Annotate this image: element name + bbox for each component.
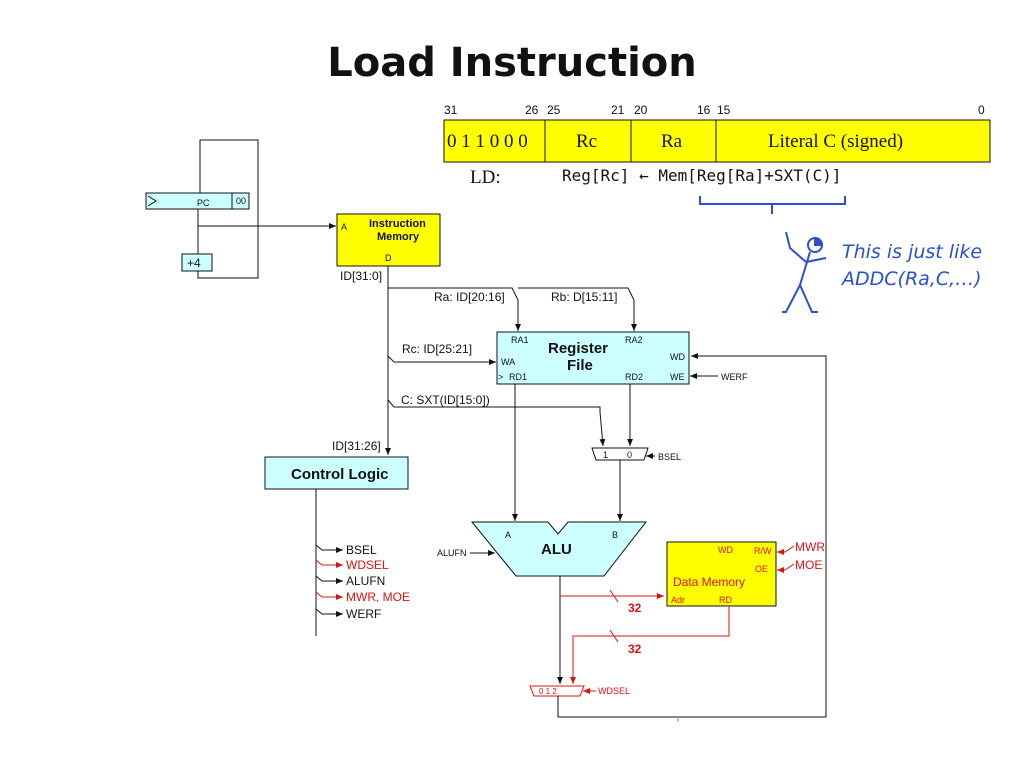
bit-0: 0 (978, 103, 985, 117)
ra-in-label: Ra: ID[20:16] (434, 290, 505, 304)
rf-ra2: RA2 (625, 335, 643, 345)
bsel-in1: 1 (603, 450, 608, 460)
dmem-title: Data Memory (673, 575, 745, 589)
werf-label: WERF (721, 372, 748, 382)
wd-feedback-wire (557, 353, 827, 718)
rf-title-2: File (567, 357, 593, 374)
bit-21: 21 (611, 103, 625, 117)
mwr-label: MWR (795, 540, 825, 554)
ctl-out-alufn: ALUFN (346, 574, 385, 588)
ctl-out-mwr-moe: MWR, MOE (346, 590, 410, 604)
bsel-mux (591, 447, 649, 461)
wdsel-sel-label: WDSEL (598, 686, 630, 696)
moe-label: MOE (795, 558, 822, 572)
incr-label: +4 (187, 256, 201, 270)
bit-25: 25 (547, 103, 561, 117)
moe-wire (777, 563, 795, 573)
rf-clk: > (498, 372, 503, 382)
control-logic (264, 456, 409, 490)
pc-low-bits: 00 (236, 196, 246, 206)
imem-a: A (341, 222, 347, 232)
ra-field: Ra (661, 131, 683, 152)
opcode-field: 0 1 1 0 0 0 (447, 131, 528, 152)
alu-a: A (505, 530, 511, 540)
rf-we: WE (670, 372, 685, 382)
imem-title-2: Memory (377, 231, 420, 243)
bsel-in0: 0 (627, 450, 632, 460)
imem-d: D (385, 253, 392, 263)
bit-31: 31 (444, 103, 458, 117)
instruction-word-box (443, 119, 991, 163)
bit-16: 16 (697, 103, 711, 117)
rf-rd2: RD2 (625, 372, 643, 382)
rb-in-label: Rb: D[15:11] (551, 290, 617, 304)
bsel-sel-label: BSEL (658, 452, 681, 462)
control-title: Control Logic (291, 466, 389, 483)
imem-title-1: Instruction (369, 218, 426, 230)
dmem-rw: R/W (754, 546, 772, 556)
dmem-wd: WD (718, 545, 733, 555)
rf-ra1: RA1 (511, 335, 529, 345)
ld-label: LD: (470, 167, 501, 188)
literal-field: Literal C (signed) (768, 131, 903, 152)
bus-slash-icon (609, 629, 619, 643)
control-outputs: BSEL WDSEL ALUFN MWR, MOE WERF (315, 543, 410, 621)
rf-rd1: RD1 (509, 372, 527, 382)
page-title: Load Instruction (327, 40, 697, 86)
sxt-wire (387, 399, 606, 447)
bus-slash-icon (609, 589, 619, 603)
control-in-label: ID[31:26] (332, 439, 381, 453)
pc-loop-wire (197, 139, 259, 279)
bit-20: 20 (634, 103, 648, 117)
ld-semantics: Reg[Rc] ← Mem[Reg[Ra]+SXT(C)] (562, 166, 841, 185)
rf-wd: WD (670, 352, 685, 362)
ctl-out-werf: WERF (346, 607, 381, 621)
register-file: RA1 RA2 Register File WA WD > RD1 RD2 WE (496, 331, 690, 385)
bit-15: 15 (717, 103, 731, 117)
ctl-out-wdsel: WDSEL (346, 558, 389, 572)
rc-wire (387, 355, 496, 365)
instruction-format: 31 26 25 21 20 16 15 0 0 1 1 0 0 0 Rc Ra… (443, 103, 991, 214)
dmem-rd: RD (719, 595, 732, 605)
alu (470, 521, 648, 577)
bit-26: 26 (525, 103, 539, 117)
pc-register: PC 00 (145, 192, 250, 210)
wdsel-inputs: 0 1 2 (539, 687, 557, 696)
stick-figure-icon (782, 231, 827, 313)
rf-title-1: Register (548, 340, 608, 357)
wdsel-mux (529, 685, 585, 697)
ra-wire (388, 287, 521, 331)
bus-width-2: 32 (628, 642, 642, 656)
imem-out-label: ID[31:0] (340, 269, 382, 283)
data-memory: WD R/W OE Data Memory Adr RD (666, 541, 777, 607)
rf-wa: WA (501, 357, 515, 367)
bus-width-1: 32 (628, 601, 642, 615)
dmem-oe: OE (755, 564, 768, 574)
brace-icon (699, 196, 846, 214)
ctl-out-bsel: BSEL (346, 543, 377, 557)
alu-b: B (612, 530, 618, 540)
mwr-wire (777, 545, 795, 555)
rd-to-mux-wire (570, 606, 730, 684)
rb-wire (518, 287, 637, 331)
note-line-2: ADDC(Ra,C,…) (840, 268, 982, 290)
rc-field: Rc (576, 131, 597, 152)
sxt-label: C: SXT(ID[15:0]) (401, 393, 490, 407)
alu-title: ALU (541, 541, 572, 558)
alufn-label: ALUFN (437, 548, 467, 558)
note-line-1: This is just like (842, 241, 982, 263)
pc-label: PC (197, 198, 210, 208)
dmem-adr: Adr (671, 595, 685, 605)
instruction-memory: A Instruction Memory D (336, 213, 441, 267)
pc-incrementer (181, 253, 213, 272)
rc-in-label: Rc: ID[25:21] (402, 342, 472, 356)
